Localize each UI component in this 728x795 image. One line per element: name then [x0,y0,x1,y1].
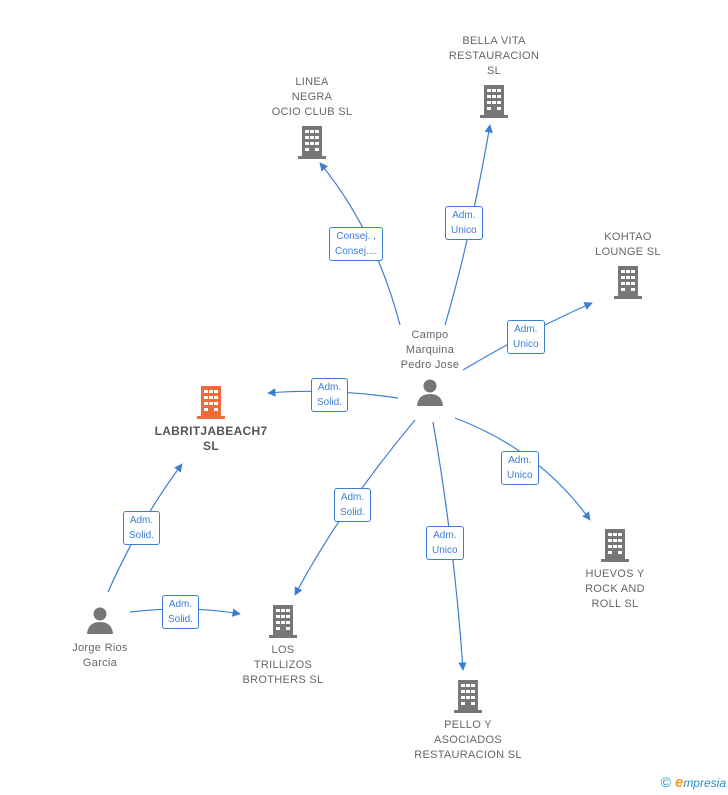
brand-name: mpresia [683,776,726,790]
node-label: Campo Marquina Pedro Jose [400,329,460,371]
building-icon [197,386,225,419]
building-icon [298,126,326,159]
person-icon [417,379,443,406]
node-labrit[interactable]: LABRITJABEACH7 SL [145,384,277,454]
edge-label-trillizos[interactable]: Adm. Solid. [334,488,372,522]
node-label: LABRITJABEACH7 SL [154,424,268,453]
edge-label-jorge-labrit[interactable]: Adm. Solid. [123,511,161,545]
edge-label-jorge-trillizos[interactable]: Adm. Solid. [162,595,200,629]
node-label: LOS TRILLIZOS BROTHERS SL [242,644,324,686]
edge-label-kohtao[interactable]: Adm. Unico [507,320,545,354]
building-icon [601,529,629,562]
node-label: HUEVOS Y ROCK AND ROLL SL [585,568,645,610]
node-campo[interactable]: Campo Marquina Pedro Jose [385,328,475,407]
edge-label-pello[interactable]: Adm. Unico [426,526,464,560]
building-icon [614,266,642,299]
edge-label-bella[interactable]: Adm. Unico [445,206,483,240]
node-huevos[interactable]: HUEVOS Y ROCK AND ROLL SL [570,527,660,612]
brand-footer: ©empresia [661,774,726,791]
node-label: Jorge Rios Garcia [72,642,128,669]
node-label: BELLA VITA RESTAURACION SL [448,35,540,77]
edge-label-labrit[interactable]: Adm. Solid. [311,378,349,412]
node-bella[interactable]: BELLA VITA RESTAURACION SL [434,34,554,119]
person-icon [87,607,113,634]
node-linea[interactable]: LINEA NEGRA OCIO CLUB SL [256,75,368,160]
copyright-symbol: © [660,774,671,790]
building-icon [454,680,482,713]
edge-label-linea[interactable]: Consej. , Consej.... [329,227,384,261]
node-label: PELLO Y ASOCIADOS RESTAURACION SL [414,719,522,761]
node-pello[interactable]: PELLO Y ASOCIADOS RESTAURACION SL [398,678,538,763]
building-icon [269,605,297,638]
brand-initial: e [674,774,684,791]
node-label: KOHTAO LOUNGE SL [595,231,661,258]
node-label: LINEA NEGRA OCIO CLUB SL [271,76,353,118]
node-jorge[interactable]: Jorge Rios Garcia [55,605,145,671]
node-trillizos[interactable]: LOS TRILLIZOS BROTHERS SL [228,603,338,688]
node-kohtao[interactable]: KOHTAO LOUNGE SL [578,230,678,300]
edge-label-huevos[interactable]: Adm. Unico [501,451,539,485]
building-icon [480,85,508,118]
